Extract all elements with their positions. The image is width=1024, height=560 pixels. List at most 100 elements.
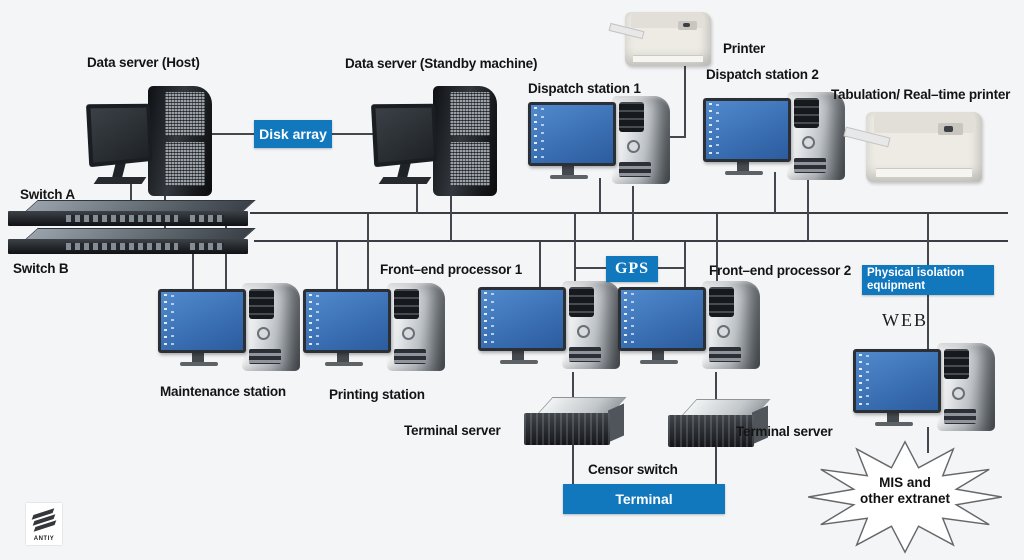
fep2-to-terminal-server-link — [715, 372, 717, 400]
pc-monitor — [303, 289, 391, 353]
printer-display — [944, 126, 954, 132]
printer-display — [683, 22, 690, 28]
pc-screen — [856, 352, 938, 410]
label-tabulation-printer: Tabulation/ Real–time printer — [831, 87, 1011, 102]
server-screen — [375, 107, 434, 163]
host-to-diskarray-link — [200, 133, 254, 135]
data-server-standby-computer — [370, 86, 499, 202]
pc-monitor-stand — [512, 351, 524, 360]
label-printer: Printer — [723, 41, 766, 56]
gps-box: GPS — [606, 256, 658, 282]
pc-monitor-base — [640, 360, 678, 364]
mis-label-line1: MIS and — [879, 475, 931, 490]
printing-link-2 — [367, 214, 369, 291]
rack-side-face — [608, 403, 624, 443]
pc-monitor-base — [180, 362, 218, 366]
printer-control-panel — [678, 20, 698, 30]
label-web: WEB — [882, 310, 928, 330]
fep2-link-2 — [716, 214, 718, 289]
pc-tower — [702, 281, 760, 369]
label-censor-switch: Censor switch — [588, 462, 678, 477]
logo-text: ANTIY — [33, 536, 55, 542]
front-end-processor-1-computer — [478, 281, 628, 377]
label-front-end-processor-1: Front–end processor 1 — [380, 262, 523, 277]
dispatch1-monitor-link — [599, 178, 601, 213]
server-mesh-grill — [450, 142, 490, 186]
switch-a-bus-line — [250, 212, 1008, 214]
pc-screen — [481, 290, 563, 348]
printer-control-panel — [937, 123, 964, 136]
starburst-shape — [808, 440, 1002, 554]
dispatch-station-1-computer — [528, 96, 678, 192]
label-data-server-standby: Data server (Standby machine) — [345, 56, 538, 71]
switch-b-device — [8, 228, 262, 262]
switch-b-bus-line — [254, 240, 1008, 242]
pc-monitor-stand — [337, 353, 349, 362]
tabulation-printer-device — [843, 112, 982, 182]
pc-tower — [937, 343, 995, 431]
server-screen — [90, 107, 149, 163]
terminal-server1-to-terminal-link — [572, 445, 574, 485]
label-switch-a: Switch A — [20, 187, 75, 202]
pc-monitor-stand — [887, 413, 899, 422]
switch-a-device — [8, 200, 262, 234]
host-monitor-link — [130, 184, 132, 213]
pc-tower — [612, 96, 670, 184]
gps-right-link — [658, 267, 685, 269]
diskarray-to-standby-link — [331, 133, 383, 135]
front-end-processor-2-computer — [618, 281, 768, 377]
dispatch2-tower-link — [807, 180, 809, 241]
pc-monitor — [158, 289, 246, 353]
gps-left-link — [576, 267, 606, 269]
pc-tower — [387, 283, 445, 371]
standby-tower-link — [450, 190, 452, 241]
label-front-end-processor-2: Front–end processor 2 — [709, 263, 852, 278]
pc-screen — [621, 290, 703, 348]
pc-drive-bay — [709, 287, 734, 317]
disk-array-box: Disk array — [254, 120, 332, 148]
antiy-logo: ANTIY — [26, 503, 62, 545]
maintenance-station-computer — [158, 283, 308, 379]
pc-monitor — [528, 102, 616, 166]
server-monitor-base — [93, 177, 147, 184]
isolation-to-web-pc-link — [927, 295, 929, 350]
bus-to-isolation-link — [927, 214, 929, 266]
mis-extranet-starburst: MIS and other extranet — [798, 437, 1012, 557]
pc-tower — [242, 283, 300, 371]
pc-monitor-base — [325, 362, 363, 366]
label-terminal-server-left: Terminal server — [404, 423, 501, 438]
physical-isolation-box: Physical isolation equipment — [862, 265, 994, 295]
printer-tray — [632, 54, 704, 63]
dispatch1-tower-link — [632, 186, 634, 241]
server-mesh-grill — [165, 142, 205, 186]
label-switch-b: Switch B — [13, 261, 69, 276]
pc-monitor-base — [550, 175, 588, 179]
pc-monitor-stand — [562, 166, 574, 175]
printing-station-computer — [303, 283, 453, 379]
dispatch-station-2-computer — [703, 92, 853, 188]
pc-vents — [569, 347, 601, 362]
mis-label-line2: other extranet — [859, 491, 951, 506]
pc-power-button — [627, 140, 640, 153]
printer-drop-link — [684, 64, 686, 137]
terminal-server2-to-terminal-link — [715, 447, 717, 485]
pc-drive-bay — [249, 289, 274, 319]
rack-front-grill — [668, 415, 754, 447]
pc-power-button — [717, 325, 730, 338]
dispatch2-monitor-link — [774, 172, 776, 213]
label-maintenance-station: Maintenance station — [160, 384, 286, 399]
fep2-link-1 — [684, 242, 686, 289]
switch-ports — [66, 243, 178, 250]
standby-monitor-link — [416, 184, 418, 213]
printer-device — [608, 12, 711, 66]
pc-power-button — [952, 387, 965, 400]
pc-power-button — [402, 327, 415, 340]
pc-monitor-base — [725, 171, 763, 175]
pc-monitor — [703, 98, 791, 162]
server-monitor — [370, 103, 438, 168]
pc-tower — [787, 92, 845, 180]
pc-monitor — [853, 349, 941, 413]
pc-vents — [794, 158, 826, 173]
server-mesh-grill — [450, 92, 490, 136]
pc-monitor — [618, 287, 706, 351]
